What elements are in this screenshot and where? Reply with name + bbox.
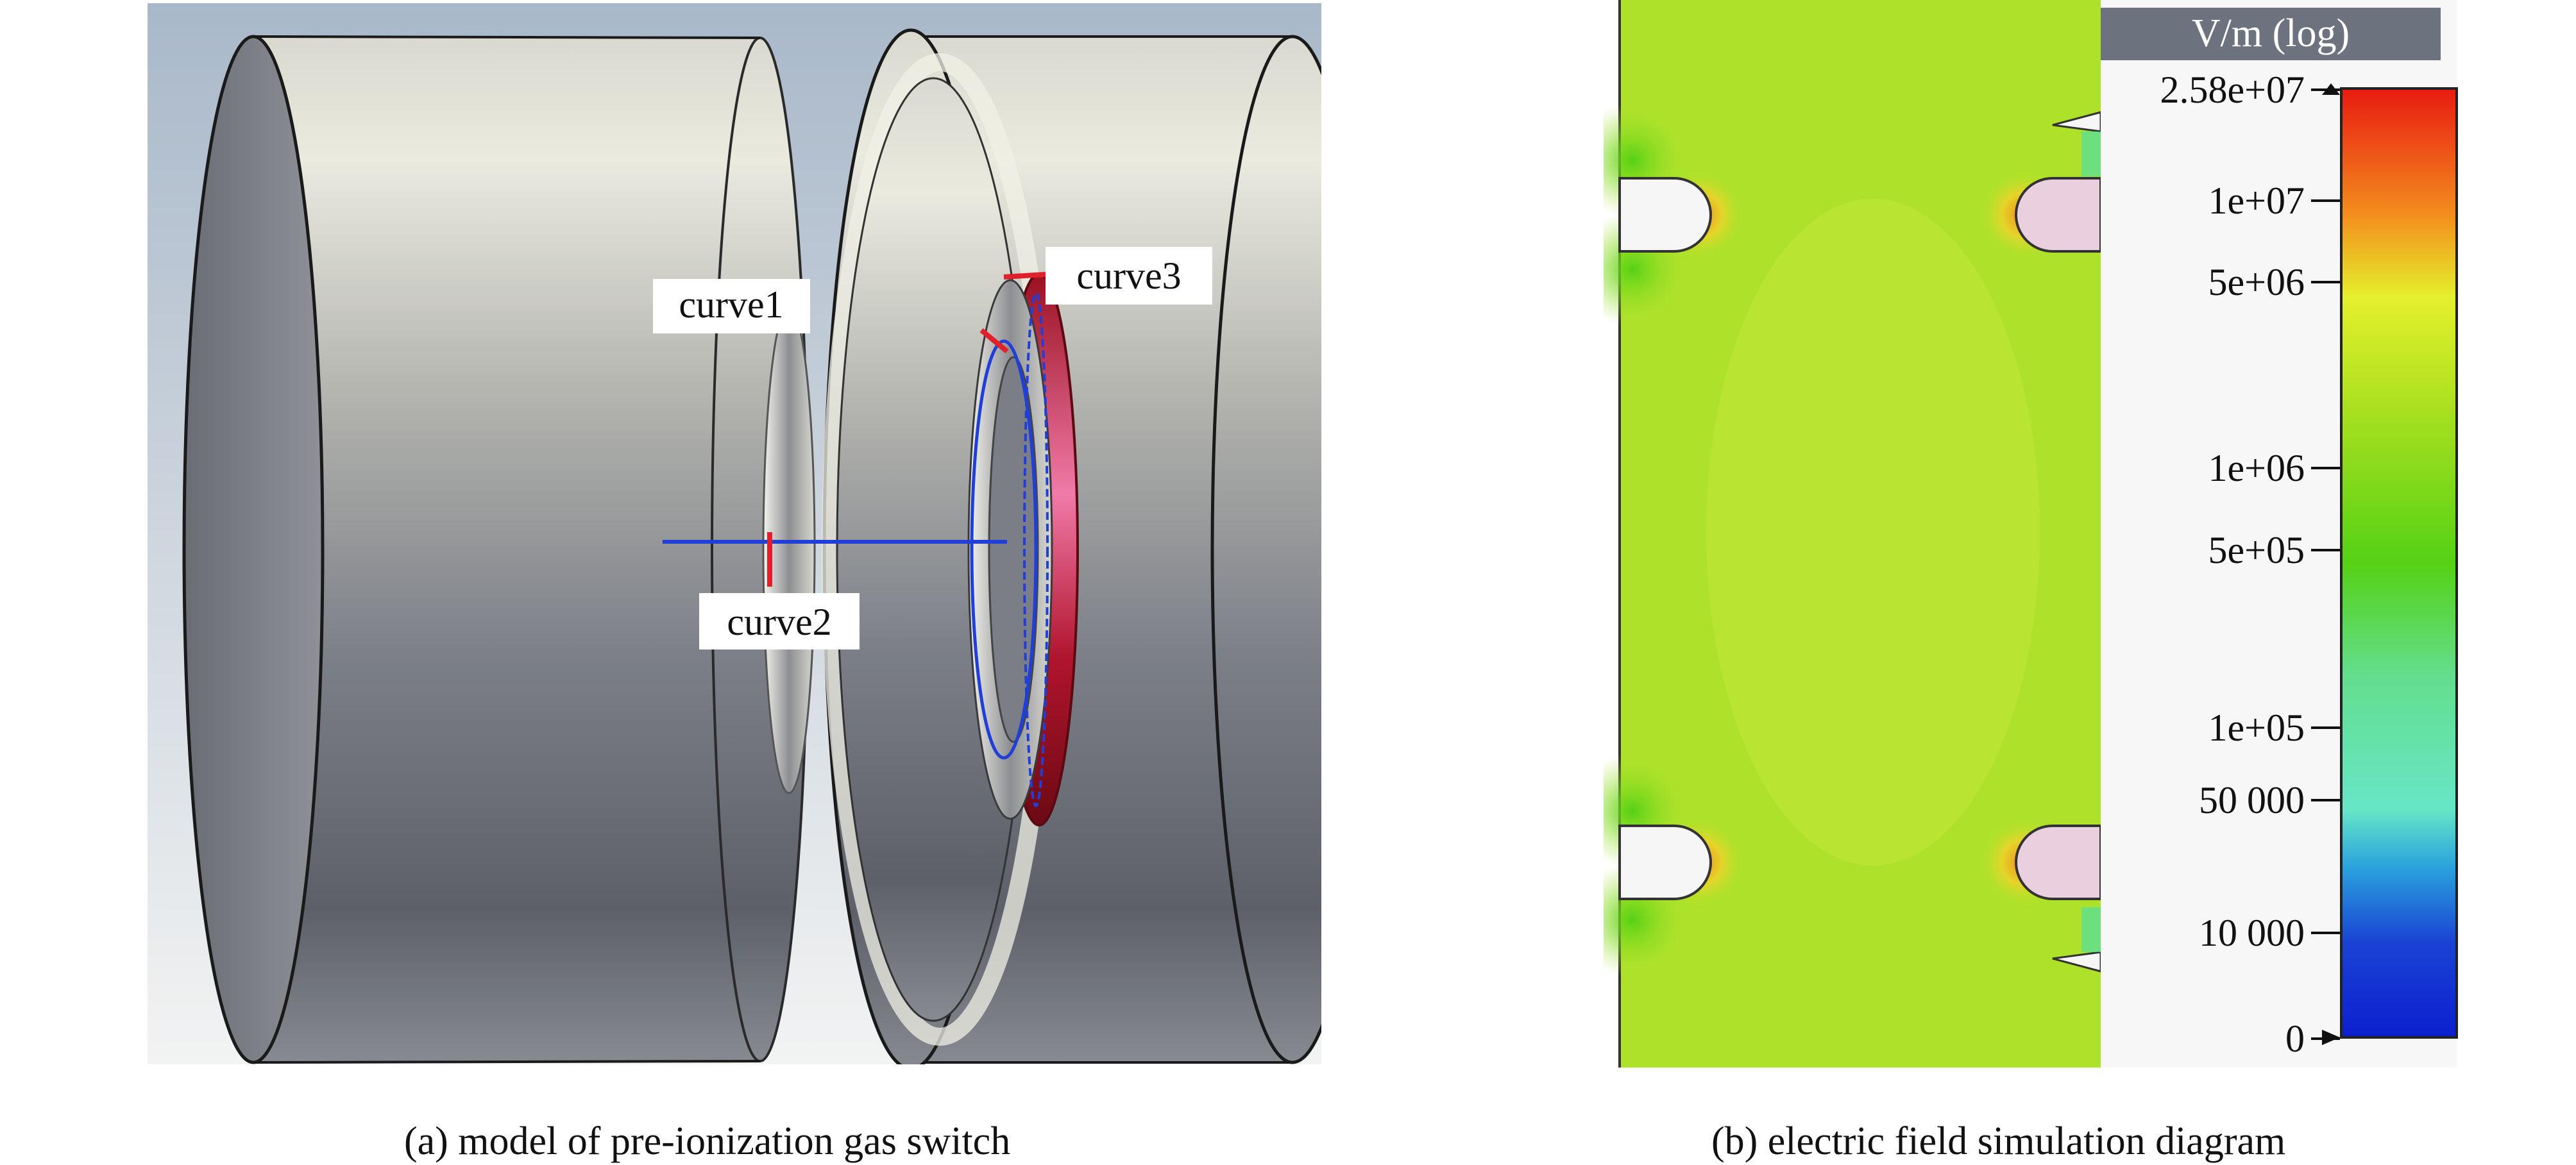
curve1-marker	[979, 328, 1009, 354]
svg-text:curve2: curve2	[727, 601, 831, 643]
curve1-label: curve1	[653, 279, 810, 333]
curve3-path	[1023, 292, 1049, 807]
colorbar-title-bar	[2101, 8, 2441, 60]
inner-electrode-face	[988, 356, 1039, 743]
colorbar-title: V/m (log)	[2192, 12, 2350, 55]
colorbar-tick-label: 10 000	[2199, 912, 2305, 954]
colorbar-tick-label: 2.58e+07	[2160, 69, 2305, 111]
colorbar-tick-label: 1e+07	[2208, 180, 2305, 222]
colorbar-gradient	[2340, 87, 2458, 1039]
switch-model-panel: curve1 curve2 curve3	[148, 0, 1321, 1064]
colorbar-tick-label: 50 000	[2199, 779, 2305, 821]
colorbar-tick-label: 5e+06	[2208, 261, 2305, 303]
curve1-path	[970, 339, 1038, 760]
svg-text:curve1: curve1	[679, 283, 783, 326]
field-plot	[1604, 0, 2102, 1068]
colorbar-tick-label: 5e+05	[2208, 529, 2305, 571]
caption-a: (a) model of pre-ionization gas switch	[404, 1119, 1011, 1163]
field-simulation-panel: V/m (log) 2.58e+07 1e+07 5e+06 1e+06 5e+05 1e…	[1604, 0, 2476, 1071]
colorbar-tick-label: 1e+06	[2208, 447, 2305, 489]
switch-model-drawing: curve1 curve2 curve3	[148, 3, 1321, 1064]
curve2-label: curve2	[699, 593, 860, 650]
svg-text:curve3: curve3	[1076, 255, 1181, 297]
colorbar-tick-label: 0	[2285, 1018, 2305, 1060]
curve3-marker	[1003, 272, 1046, 280]
left-electrode	[182, 35, 816, 1064]
colorbar-tick-label: 1e+05	[2208, 707, 2305, 749]
caption-b: (b) electric field simulation diagram	[1711, 1119, 2286, 1163]
colorbar-legend: V/m (log) 2.58e+07 1e+07 5e+06 1e+06 5e+05 1e…	[2101, 0, 2458, 1068]
curve3-label: curve3	[1046, 247, 1212, 305]
field-simulation-drawing: V/m (log) 2.58e+07 1e+07 5e+06 1e+06 5e+05 1e…	[1604, 0, 2458, 1068]
